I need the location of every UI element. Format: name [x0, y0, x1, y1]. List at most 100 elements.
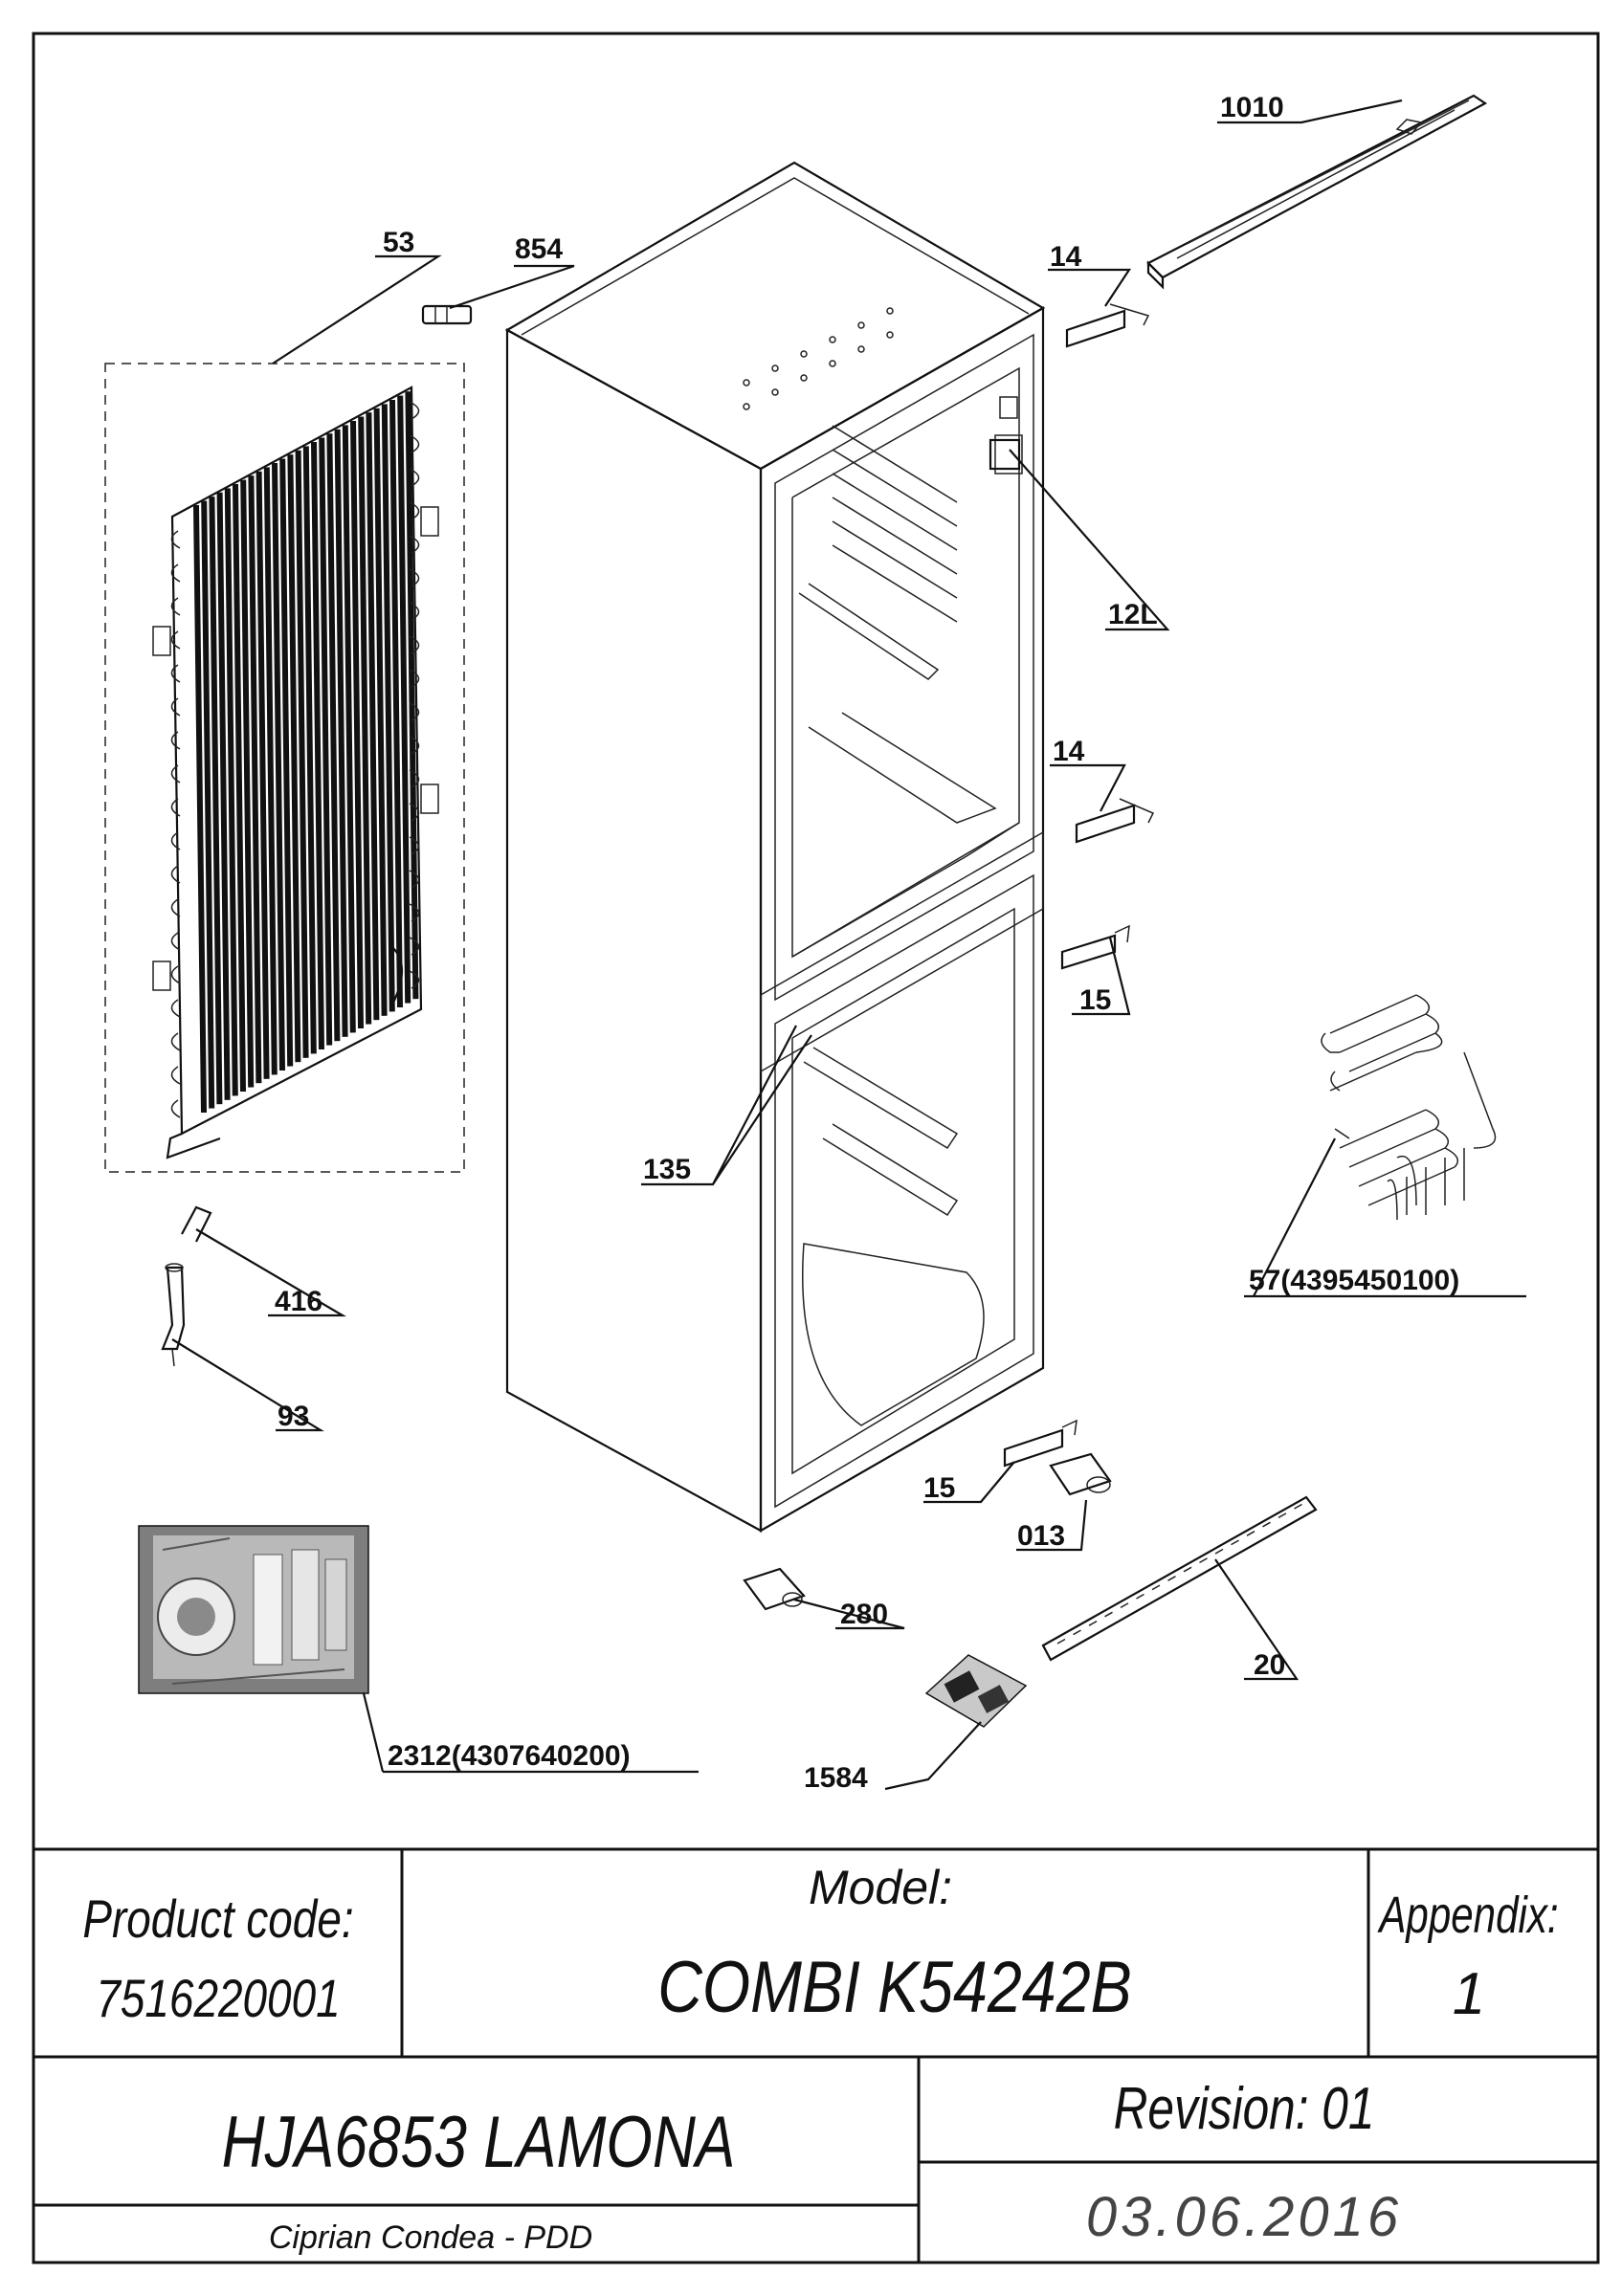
condenser-fin: [334, 429, 348, 1037]
condenser-fin: [373, 408, 388, 1016]
model-value: COMBI K54242B: [657, 1946, 1131, 2027]
rail-slot: [1056, 1638, 1066, 1645]
condenser-fin: [405, 391, 419, 1000]
condenser-coil-loop: [170, 468, 420, 616]
door-stop-lower: [1003, 1419, 1078, 1468]
hinge-middle: [1075, 798, 1155, 844]
condenser: [104, 363, 465, 1173]
condenser-fin: [224, 488, 238, 1096]
top-rear-cover: [1146, 94, 1488, 290]
rail-slot: [1294, 1503, 1302, 1510]
label-854: 854: [515, 233, 563, 265]
condenser-fin: [216, 492, 231, 1100]
label-14-middle: 14: [1053, 736, 1085, 767]
label-12L: 12L: [1108, 599, 1158, 630]
evaporator-coil: [1321, 994, 1497, 1221]
product-code-label: Product code:: [82, 1889, 353, 1949]
thermostat-12L: [989, 438, 1021, 471]
appendix-label: Appendix:: [1377, 1887, 1559, 1944]
rail-slot: [1167, 1576, 1176, 1581]
condenser-coil-loop: [170, 702, 420, 850]
reversible-kit-1584: [924, 1654, 1028, 1728]
label-416: 416: [275, 1286, 322, 1317]
condenser-coil-loop: [170, 602, 420, 750]
rail-slot: [1246, 1531, 1255, 1536]
label-1010: 1010: [1220, 92, 1284, 123]
condenser-coil-loop: [170, 903, 420, 1051]
product-code-value: 7516220001: [96, 1969, 340, 2028]
fridge-cabinet: [504, 161, 1046, 1533]
condenser-fin: [272, 462, 285, 1071]
condenser-fin: [381, 404, 395, 1012]
condenser-coil-loop: [170, 568, 420, 717]
condenser-coil-loop: [170, 970, 420, 1118]
condenser-fin: [240, 479, 255, 1088]
condenser-coil-loop: [170, 669, 420, 817]
revision: Revision: 01: [1114, 2075, 1375, 2142]
label-2312: 2312(4307640200): [388, 1740, 631, 1772]
drier-93: [161, 1263, 186, 1367]
condenser-coil-loop: [170, 803, 420, 951]
label-15-upper: 15: [1079, 984, 1111, 1016]
condenser-coil-loop: [170, 836, 420, 984]
author: Ciprian Condea - PDD: [269, 2219, 592, 2256]
condenser-coil-loop: [170, 870, 420, 1018]
condenser-fin: [233, 483, 246, 1093]
hinge-cover-013: [1049, 1452, 1112, 1496]
label-15-lower: 15: [923, 1472, 955, 1504]
rail-slot: [1136, 1593, 1144, 1600]
rail-slot: [1183, 1566, 1192, 1573]
door-stop-upper: [1060, 924, 1130, 970]
filter-drier-854: [421, 304, 473, 325]
rail-slot: [1151, 1584, 1161, 1591]
condenser-fin: [389, 399, 403, 1008]
foot-280: [743, 1567, 806, 1611]
condenser-fin: [287, 454, 301, 1063]
condenser-fin: [302, 446, 317, 1054]
condenser-fin: [201, 500, 215, 1109]
condenser-fin: [397, 395, 411, 1004]
label-53: 53: [383, 227, 414, 258]
condenser-fin: [326, 433, 341, 1042]
condenser-fin: [279, 458, 294, 1067]
title-block: [33, 1847, 1598, 2263]
rail-20: [1041, 1495, 1318, 1662]
rail-slot: [1214, 1548, 1224, 1555]
rail-slot: [1231, 1539, 1239, 1546]
condenser-coil-loop: [170, 736, 420, 884]
customer-model: HJA6853 LAMONA: [222, 2101, 736, 2182]
rail-slot: [1073, 1629, 1081, 1636]
condenser-fin: [295, 450, 309, 1058]
condenser-fin: [193, 504, 207, 1114]
condenser-fin: [311, 441, 324, 1050]
condenser-fin: [342, 425, 356, 1033]
drawing-frame: [32, 32, 1600, 2264]
rail-slot: [1199, 1557, 1208, 1564]
label-14-upper: 14: [1050, 241, 1082, 273]
condenser-fin: [263, 467, 278, 1075]
rail-slot: [1088, 1621, 1098, 1626]
model-label: Model:: [809, 1861, 952, 1914]
condenser-coil-loop: [170, 434, 420, 583]
label-280: 280: [840, 1599, 888, 1630]
condenser-fin: [256, 471, 270, 1079]
appendix-value: 1: [1453, 1961, 1485, 2027]
rail-slot: [1278, 1512, 1287, 1519]
condenser-fin: [248, 475, 262, 1084]
label-57: 57(4395450100): [1249, 1265, 1459, 1296]
accessory-bag-2312: [138, 1525, 369, 1694]
condenser-coil-loop: [170, 401, 420, 549]
condenser-fin: [358, 416, 372, 1025]
condenser-fin: [319, 437, 333, 1046]
condenser-coil-loop: [170, 535, 420, 683]
leader-lines: [171, 99, 1526, 1791]
label-20: 20: [1254, 1649, 1285, 1681]
condenser-fin: [350, 420, 364, 1029]
label-93: 93: [278, 1401, 309, 1432]
condenser-fin: [366, 412, 380, 1021]
label-1584: 1584: [804, 1762, 868, 1794]
condenser-coil-loop: [170, 937, 420, 1085]
condenser-fin: [209, 497, 223, 1105]
condenser-coil-loop: [170, 769, 420, 917]
